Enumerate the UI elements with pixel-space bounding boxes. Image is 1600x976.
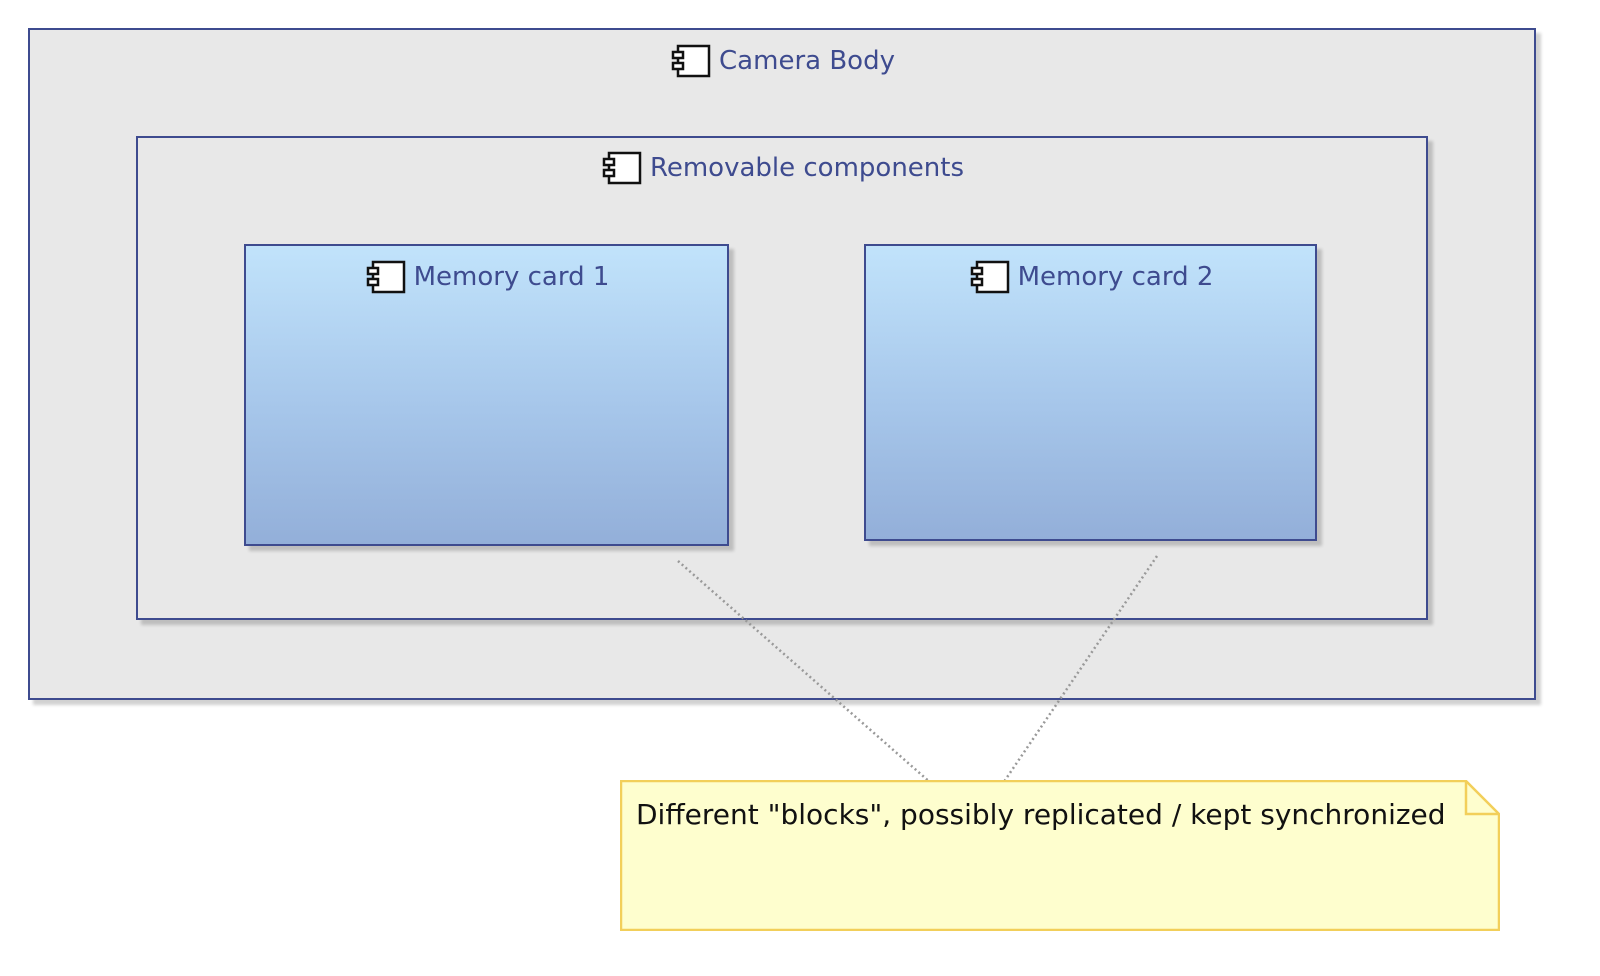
removable-components-title: Removable components	[138, 151, 1426, 185]
memory-card-1-component[interactable]: Memory card 1	[244, 244, 729, 546]
memory-card-2-title: Memory card 2	[866, 260, 1315, 294]
camera-body-title: Camera Body	[30, 44, 1534, 78]
memory-card-1-label: Memory card 1	[413, 262, 610, 292]
note-shape	[620, 780, 1500, 931]
note-text: Different "blocks", possibly replicated …	[636, 798, 1446, 831]
removable-components-label: Removable components	[649, 153, 965, 183]
component-icon	[366, 260, 405, 294]
memory-card-2-component[interactable]: Memory card 2	[864, 244, 1317, 541]
camera-body-label: Camera Body	[719, 46, 895, 76]
component-icon	[671, 44, 711, 78]
memory-card-1-title: Memory card 1	[246, 260, 727, 294]
component-icon	[602, 151, 642, 185]
note[interactable]: Different "blocks", possibly replicated …	[620, 780, 1500, 931]
memory-card-2-label: Memory card 2	[1017, 262, 1214, 292]
component-icon	[970, 260, 1009, 294]
